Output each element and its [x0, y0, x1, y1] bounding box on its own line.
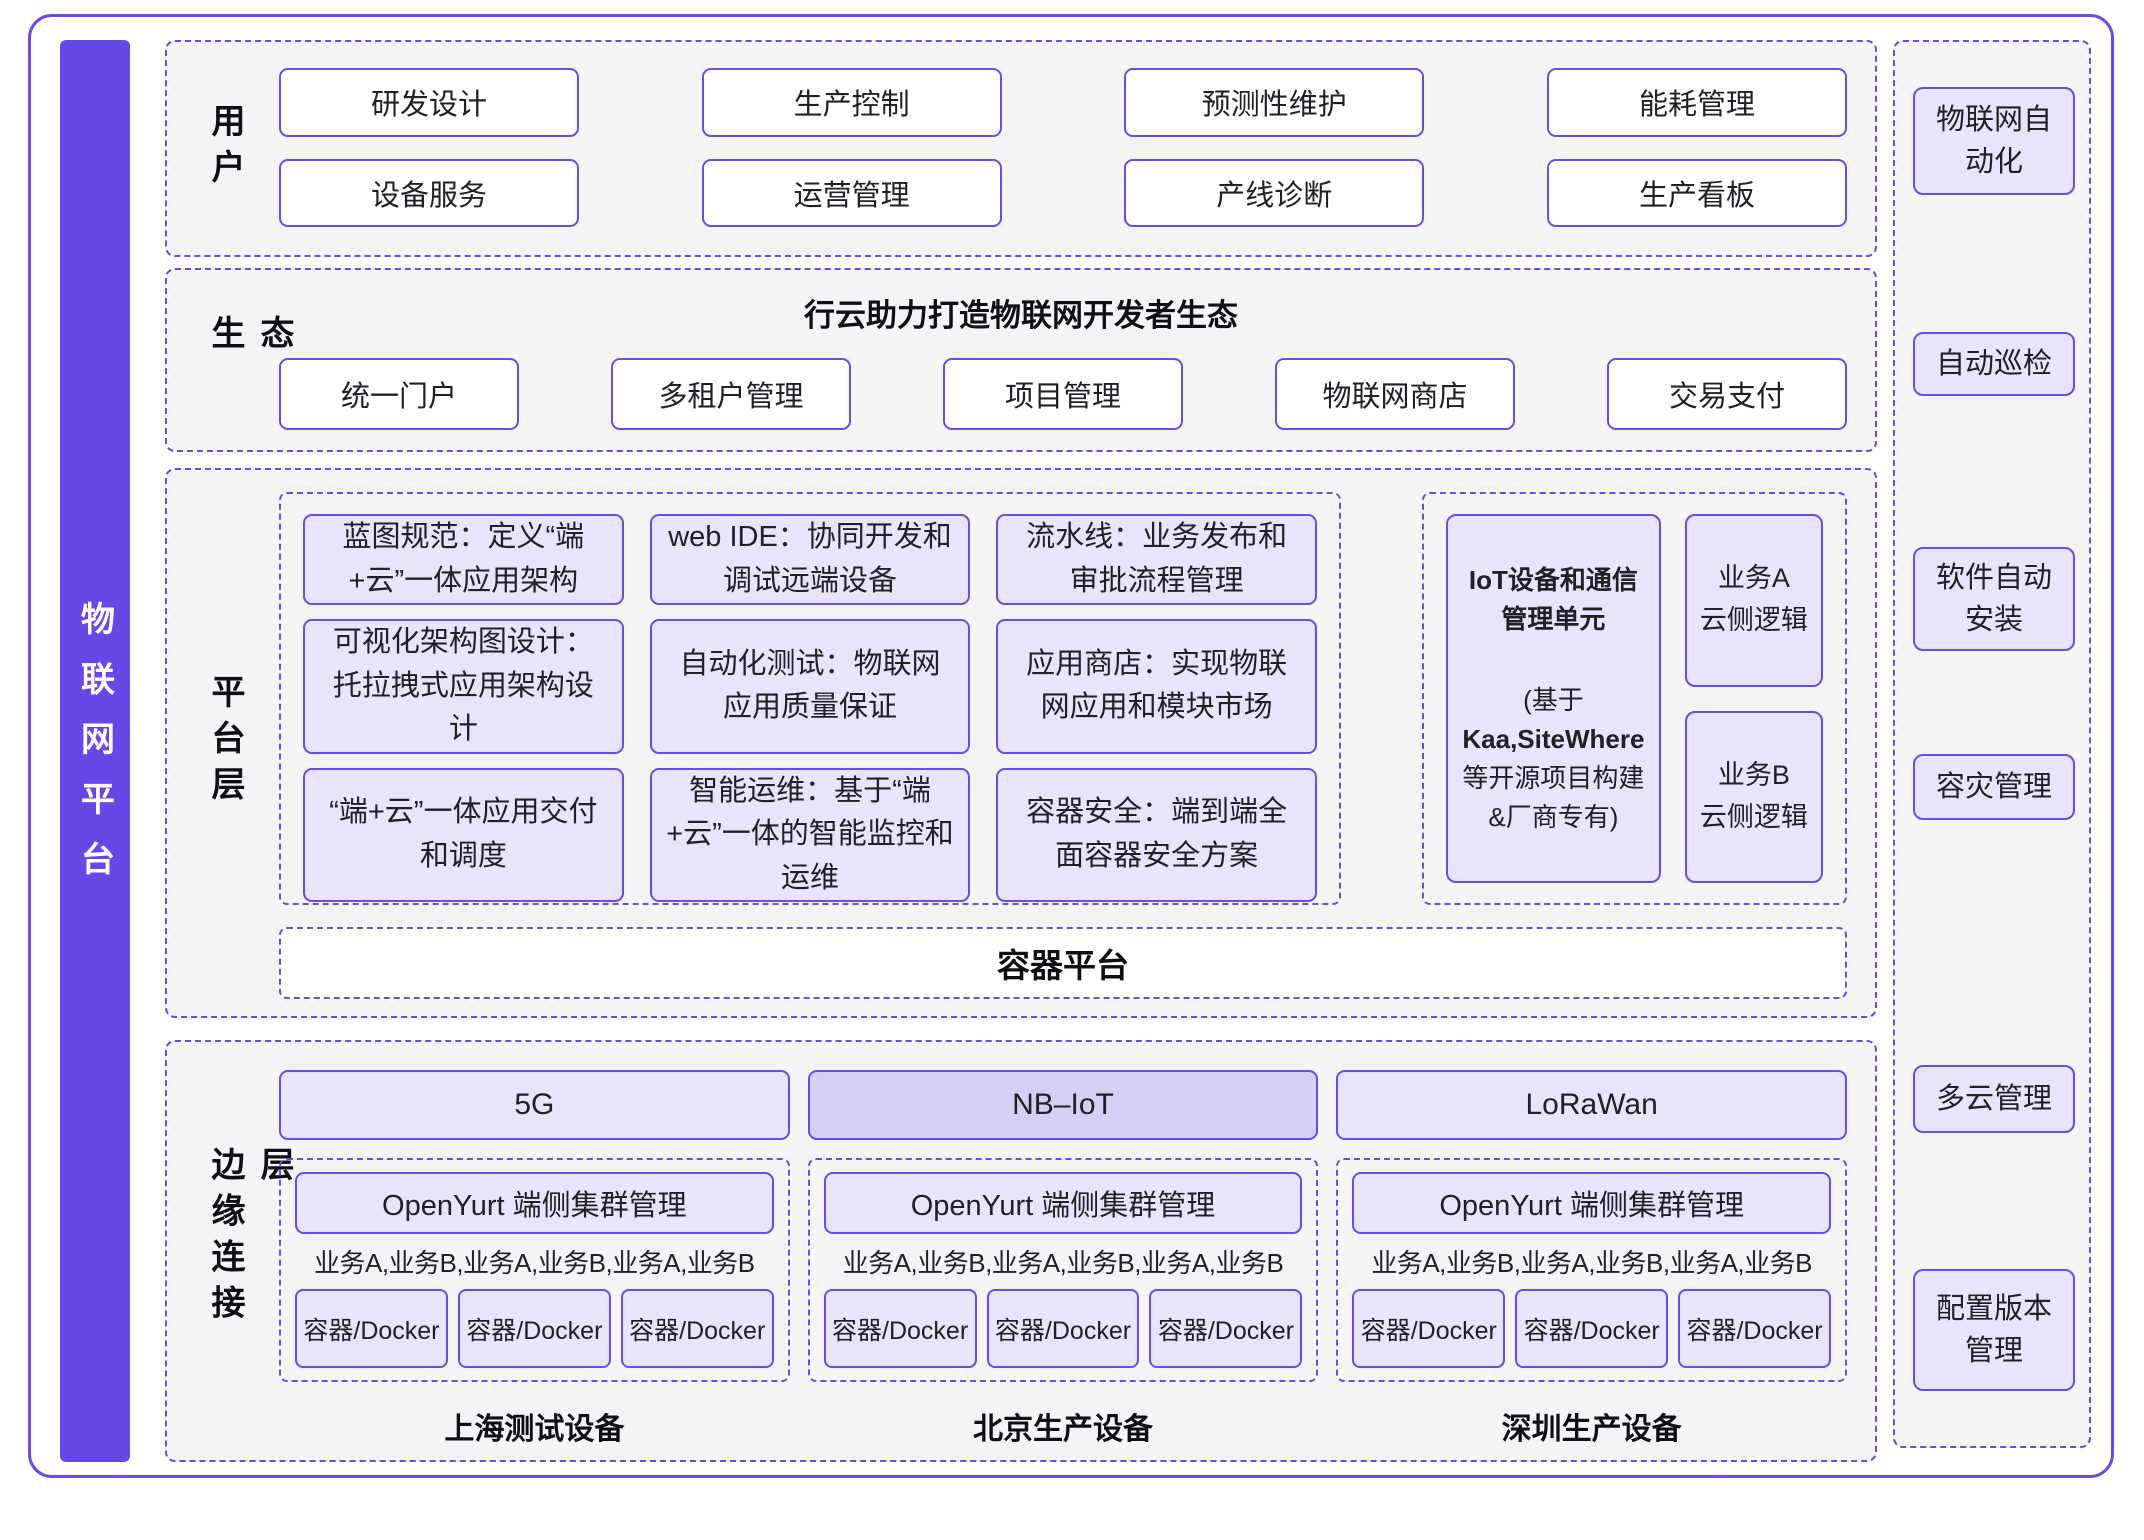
platform-box-web-ide: web IDE：协同开发和调试远端设备 [649, 514, 971, 605]
iot-box-line3: 等开源项目构建 [1462, 762, 1645, 793]
network-5g-box: 5G [279, 1070, 790, 1140]
device-group-shenzhen: OpenYurt 端侧集群管理 业务A,业务B,业务A,业务B,业务A,业务B … [1336, 1158, 1847, 1382]
user-box-production-dashboard: 生产看板 [1546, 158, 1847, 227]
services-text: 业务A,业务B,业务A,业务B,业务A,业务B [1371, 1248, 1812, 1278]
device-group-labels: 上海测试设备 北京生产设备 深圳生产设备 [279, 1404, 1847, 1448]
platform-iot-group: IoT设备和通信管理单元 (基于 Kaa,SiteWhere 等开源项目构建 &… [1422, 492, 1847, 905]
service-a-cloud-logic-box: 业务A 云侧逻辑 [1684, 514, 1823, 687]
ops-box-multi-cloud: 多云管理 [1913, 1065, 2075, 1133]
section-users: 用户 研发设计 生产控制 预测性维护 能耗管理 设备服务 运营管理 产线诊断 生… [165, 40, 1877, 257]
iot-box-subtitle: (基于 Kaa,SiteWhere 等开源项目构建 &厂商专有) [1462, 681, 1644, 837]
platform-capability-group: 蓝图规范：定义“端+云”一体应用架构 web IDE：协同开发和调试远端设备 流… [279, 492, 1341, 905]
section-platform-layer: 平台层 蓝图规范：定义“端+云”一体应用架构 web IDE：协同开发和调试远端… [165, 468, 1877, 1158]
docker-box: 容器/Docker [1515, 1289, 1669, 1368]
iot-platform-sidebar: 物联网平台 [60, 40, 130, 1462]
openyurt-cluster-box: OpenYurt 端侧集群管理 [823, 1172, 1303, 1234]
right-ops-column: 物联网自动化 自动巡检 软件自动安装 容灾管理 多云管理 配置版本管理 [1893, 40, 2091, 1448]
docker-box: 容器/Docker [823, 1289, 977, 1368]
service-a-label: 业务A [1717, 563, 1790, 594]
user-box-production-control: 生产控制 [701, 68, 1002, 137]
openyurt-cluster-box: OpenYurt 端侧集群管理 [295, 1172, 774, 1234]
cloud-logic-column: 业务A 云侧逻辑 业务B 云侧逻辑 [1684, 514, 1823, 883]
user-box-predictive-maintenance: 预测性维护 [1124, 68, 1425, 137]
docker-box: 容器/Docker [457, 1289, 611, 1368]
platform-box-visual-architecture: 可视化架构图设计：托拉拽式应用架构设计 [303, 619, 624, 754]
user-box-energy-management: 能耗管理 [1546, 68, 1847, 137]
service-a-sublabel: 云侧逻辑 [1699, 605, 1808, 636]
user-box-operations-management: 运营管理 [701, 158, 1002, 227]
eco-box-payment: 交易支付 [1607, 358, 1847, 430]
service-b-label: 业务B [1717, 759, 1790, 790]
eco-box-unified-portal: 统一门户 [279, 358, 519, 430]
device-group-shanghai: OpenYurt 端侧集群管理 业务A,业务B,业务A,业务B,业务A,业务B … [279, 1158, 790, 1382]
eco-box-iot-store: 物联网商店 [1275, 358, 1515, 430]
ops-box-auto-inspection: 自动巡检 [1913, 332, 2075, 396]
services-text: 业务A,业务B,业务A,业务B,业务A,业务B [313, 1248, 755, 1278]
user-box-rd-design: 研发设计 [279, 68, 579, 137]
services-text: 业务A,业务B,业务A,业务B,业务A,业务B [842, 1248, 1284, 1278]
network-lorawan-box: LoRaWan [1336, 1070, 1847, 1140]
iot-platform-sidebar-label: 物联网平台 [75, 601, 114, 901]
network-nbiot-box: NB–IoT [807, 1070, 1319, 1140]
iot-box-line2: Kaa,SiteWhere [1462, 723, 1645, 754]
section-edge-label: 边缘连接层 [206, 1146, 293, 1331]
docker-row: 容器/Docker 容器/Docker 容器/Docker [1352, 1289, 1831, 1368]
ecosystem-title: 行云助力打造物联网开发者生态 [804, 298, 1238, 333]
user-box-device-service: 设备服务 [279, 158, 579, 227]
platform-box-container-security: 容器安全：端到端全面容器安全方案 [996, 767, 1317, 902]
eco-box-project-management: 项目管理 [943, 358, 1183, 430]
ops-box-disaster-recovery: 容灾管理 [1913, 754, 2075, 820]
section-users-label: 用户 [206, 102, 244, 195]
ecosystem-box-row: 统一门户 多租户管理 项目管理 物联网商店 交易支付 [279, 358, 1847, 430]
device-group-beijing: OpenYurt 端侧集群管理 业务A,业务B,业务A,业务B,业务A,业务B … [807, 1158, 1319, 1382]
docker-box: 容器/Docker [986, 1289, 1140, 1368]
label-shenzhen-production-devices: 深圳生产设备 [1501, 1413, 1682, 1446]
section-ecosystem-label: 生态 [206, 315, 293, 361]
diagram-outer-frame [28, 14, 2114, 1478]
platform-box-blueprint: 蓝图规范：定义“端+云”一体应用架构 [303, 514, 624, 605]
user-box-line-diagnosis: 产线诊断 [1124, 158, 1425, 227]
ops-box-config-version: 配置版本管理 [1913, 1269, 2075, 1391]
docker-box: 容器/Docker [1149, 1289, 1303, 1368]
iot-device-comm-box: IoT设备和通信管理单元 (基于 Kaa,SiteWhere 等开源项目构建 &… [1446, 514, 1661, 883]
service-b-sublabel: 云侧逻辑 [1699, 801, 1808, 832]
network-row: 5G NB–IoT LoRaWan [279, 1070, 1847, 1140]
service-b-cloud-logic-box: 业务B 云侧逻辑 [1684, 710, 1823, 883]
eco-box-multi-tenant: 多租户管理 [611, 358, 851, 430]
platform-box-automated-testing: 自动化测试：物联网应用质量保证 [649, 619, 971, 754]
iot-box-line4: &厂商专有) [1488, 801, 1619, 832]
ops-box-iot-automation: 物联网自动化 [1913, 87, 2075, 195]
ops-box-software-auto-install: 软件自动安装 [1913, 547, 2075, 651]
section-edge-layer: 边缘连接层 5G NB–IoT LoRaWan OpenYurt 端侧集群管理 … [165, 1040, 1877, 1462]
label-shanghai-test-devices: 上海测试设备 [444, 1413, 625, 1446]
platform-box-pipeline: 流水线：业务发布和审批流程管理 [996, 514, 1317, 605]
docker-box: 容器/Docker [620, 1289, 774, 1368]
section-platform-label: 平台层 [206, 674, 244, 812]
docker-box: 容器/Docker [1678, 1289, 1831, 1368]
section-ecosystem: 生态 行云助力打造物联网开发者生态 统一门户 多租户管理 项目管理 物联网商店 … [165, 268, 1877, 452]
iot-box-title: IoT设备和通信管理单元 [1468, 564, 1638, 634]
platform-box-app-store: 应用商店：实现物联网应用和模块市场 [996, 619, 1317, 754]
platform-box-app-delivery: “端+云”一体应用交付和调度 [303, 767, 624, 902]
docker-row: 容器/Docker 容器/Docker 容器/Docker [295, 1289, 774, 1368]
platform-box-intelligent-ops: 智能运维：基于“端+云”一体的智能监控和运维 [649, 767, 971, 902]
container-platform-banner: 容器平台 [279, 927, 1847, 999]
iot-box-line1: (基于 [1523, 684, 1584, 715]
users-box-grid: 研发设计 生产控制 预测性维护 能耗管理 设备服务 运营管理 产线诊断 生产看板 [279, 68, 1847, 227]
docker-box: 容器/Docker [295, 1289, 448, 1368]
device-group-row: OpenYurt 端侧集群管理 业务A,业务B,业务A,业务B,业务A,业务B … [279, 1158, 1847, 1382]
label-beijing-production-devices: 北京生产设备 [972, 1413, 1153, 1446]
docker-box: 容器/Docker [1352, 1289, 1506, 1368]
docker-row: 容器/Docker 容器/Docker 容器/Docker [823, 1289, 1303, 1368]
openyurt-cluster-box: OpenYurt 端侧集群管理 [1352, 1172, 1831, 1234]
